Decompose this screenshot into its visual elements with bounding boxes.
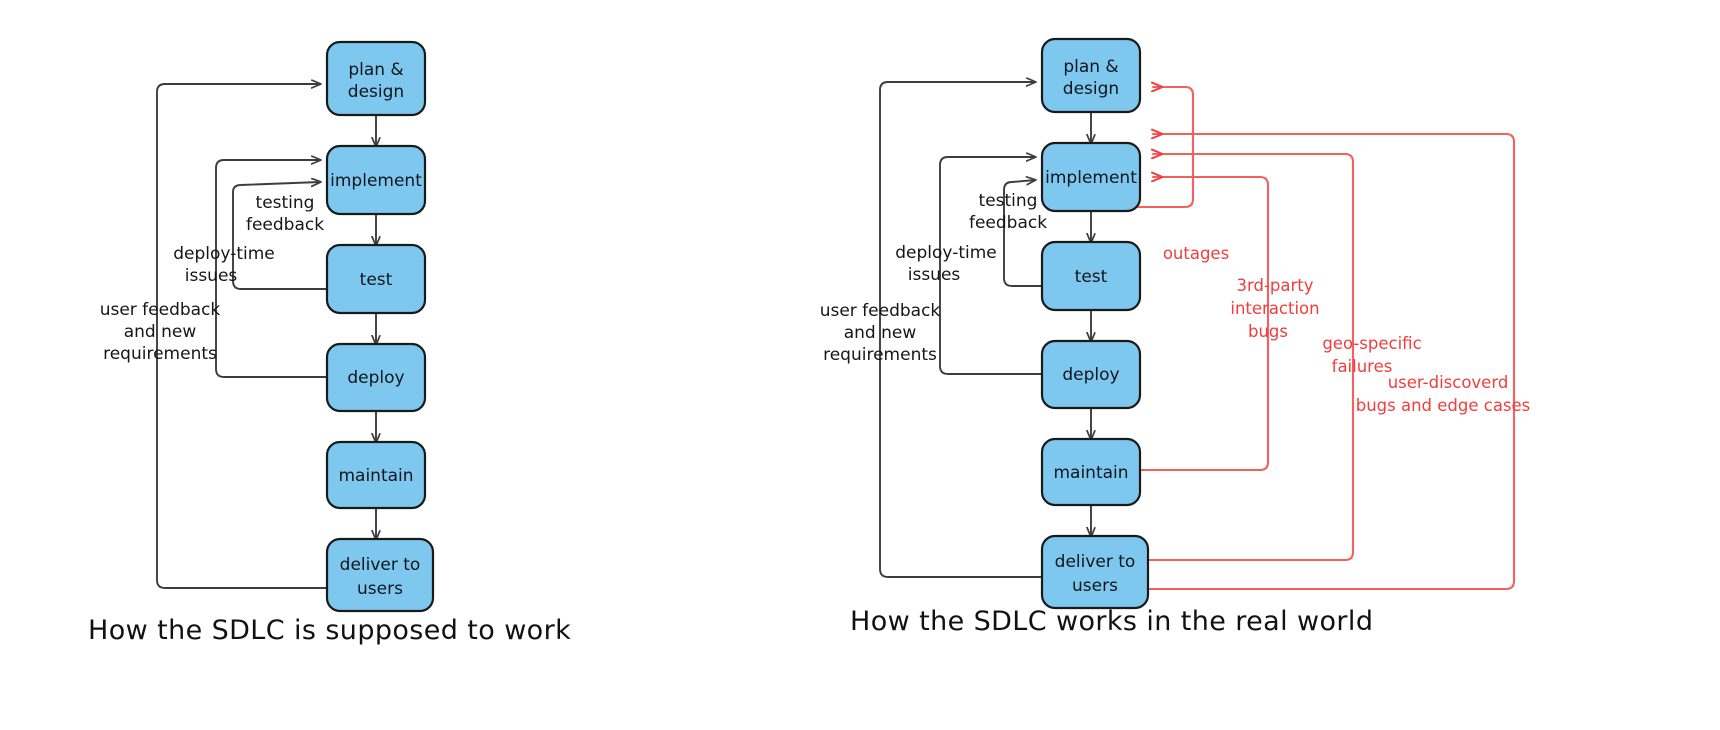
- node-implement-label: implement: [330, 171, 422, 191]
- feedback-label-testing-feedback-line2: feedback: [246, 215, 324, 235]
- feedback-label-user-feedback-line1: user feedback: [100, 300, 221, 320]
- node-implement-label: implement: [1045, 168, 1137, 188]
- node-maintain[interactable]: maintain: [1040, 437, 1142, 507]
- node-implement[interactable]: implement: [1040, 141, 1142, 213]
- node-deliver-to-users-label-line1: deliver to: [1055, 552, 1136, 572]
- node-plan-design[interactable]: plan & design: [1040, 37, 1142, 114]
- node-deploy-box[interactable]: [1040, 339, 1142, 410]
- feedback-labels-group: testing feedback deploy-time issues user…: [100, 193, 324, 364]
- feedback-label-testing-feedback-line2: feedback: [969, 213, 1047, 233]
- node-plan-design-box[interactable]: [325, 40, 427, 117]
- feedback-edge-user-feedback: [879, 82, 1043, 578]
- node-plan-design[interactable]: plan & design: [325, 40, 427, 117]
- problem-edge-geo-specific-failures: [1101, 154, 1355, 562]
- node-deliver-to-users[interactable]: deliver to users: [1040, 534, 1150, 610]
- node-test-label: test: [1075, 267, 1108, 287]
- panel-ideal-sdlc: testing feedback deploy-time issues user…: [88, 40, 571, 646]
- feedback-label-user-feedback-line2: and new: [844, 323, 917, 343]
- node-maintain-label: maintain: [1053, 463, 1128, 483]
- feedback-edge-testing-feedback: [232, 182, 328, 290]
- problem-label-geo-specific-line2: failures: [1332, 357, 1393, 376]
- node-test[interactable]: test: [325, 243, 427, 315]
- node-plan-design-label-line1: plan &: [348, 60, 403, 80]
- node-plan-design-label-line2: design: [1063, 79, 1119, 99]
- node-deploy[interactable]: deploy: [325, 342, 427, 413]
- nodes-group: plan & design implement test deploy: [325, 40, 435, 613]
- node-test-box[interactable]: [325, 243, 427, 315]
- problem-label-3rd-party-line2: interaction: [1230, 299, 1319, 318]
- feedback-label-user-feedback-line3: requirements: [823, 345, 937, 365]
- problem-edges-group: [1101, 87, 1516, 591]
- problem-label-user-discovered-line1: user-discoverd: [1388, 373, 1509, 392]
- panel-caption-ideal: How the SDLC is supposed to work: [88, 615, 571, 646]
- node-plan-design-box[interactable]: [1040, 37, 1142, 114]
- panel-real-world-sdlc: testing feedback deploy-time issues user…: [800, 0, 1720, 730]
- feedback-edges-group: [156, 84, 328, 589]
- problem-label-outages-line1: outages: [1163, 244, 1229, 263]
- feedback-label-testing-feedback-line1: testing: [979, 191, 1038, 211]
- problem-label-geo-specific-line1: geo-specific: [1322, 334, 1421, 353]
- problem-label-user-discovered-line2: bugs and edge cases: [1356, 396, 1531, 415]
- node-deliver-to-users[interactable]: deliver to users: [325, 537, 435, 613]
- node-maintain-label: maintain: [338, 466, 413, 486]
- node-deploy-label: deploy: [347, 368, 404, 388]
- ideal-sdlc-svg: testing feedback deploy-time issues user…: [88, 40, 571, 646]
- feedback-label-deploy-time-issues-line1: deploy-time: [173, 244, 274, 264]
- feedback-label-deploy-time-issues-line1: deploy-time: [895, 243, 996, 263]
- node-implement-box[interactable]: [1040, 141, 1142, 213]
- feedback-label-deploy-time-issues-line2: issues: [908, 265, 961, 285]
- feedback-labels-group: testing feedback deploy-time issues user…: [820, 191, 1047, 365]
- problem-labels-group: outages 3rd-party interaction bugs geo-s…: [1163, 244, 1530, 415]
- feedback-edge-user-feedback: [156, 84, 328, 589]
- node-test[interactable]: test: [1040, 240, 1142, 312]
- real-world-sdlc-svg: testing feedback deploy-time issues user…: [820, 37, 1530, 637]
- node-deliver-to-users-label-line2: users: [1072, 576, 1118, 596]
- node-deliver-to-users-label-line2: users: [357, 579, 403, 599]
- node-deploy[interactable]: deploy: [1040, 339, 1142, 410]
- feedback-label-user-feedback-line3: requirements: [103, 344, 217, 364]
- node-deploy-label: deploy: [1062, 365, 1119, 385]
- nodes-group: plan & design implement test deploy: [1040, 37, 1150, 610]
- panel-caption-real-world: How the SDLC works in the real world: [850, 606, 1373, 637]
- feedback-edge-deploy-time-issues: [939, 157, 1043, 375]
- node-implement-box[interactable]: [325, 144, 427, 216]
- node-implement[interactable]: implement: [325, 144, 427, 216]
- node-plan-design-label-line1: plan &: [1063, 57, 1118, 77]
- feedback-edges-group: [879, 82, 1043, 578]
- feedback-edge-testing-feedback: [1003, 180, 1043, 287]
- node-deliver-to-users-label-line1: deliver to: [340, 555, 421, 575]
- node-test-label: test: [360, 270, 393, 290]
- feedback-label-user-feedback-line1: user feedback: [820, 301, 941, 321]
- node-maintain-box[interactable]: [325, 440, 427, 510]
- problem-label-3rd-party-line3: bugs: [1248, 322, 1288, 341]
- feedback-label-deploy-time-issues-line2: issues: [185, 266, 238, 286]
- problem-label-3rd-party-line1: 3rd-party: [1236, 276, 1313, 295]
- problem-edge-3rd-party-interaction-bugs: [1101, 177, 1270, 472]
- feedback-edge-deploy-time-issues: [215, 160, 328, 378]
- node-plan-design-label-line2: design: [348, 82, 404, 102]
- feedback-label-user-feedback-line2: and new: [124, 322, 197, 342]
- node-deploy-box[interactable]: [325, 342, 427, 413]
- node-deliver-to-users-box[interactable]: [1040, 534, 1150, 610]
- node-maintain-box[interactable]: [1040, 437, 1142, 507]
- problem-edge-user-discovered-bugs: [1101, 134, 1516, 591]
- problem-edge-outages: [1101, 87, 1195, 209]
- node-maintain[interactable]: maintain: [325, 440, 427, 510]
- node-deliver-to-users-box[interactable]: [325, 537, 435, 613]
- node-test-box[interactable]: [1040, 240, 1142, 312]
- feedback-label-testing-feedback-line1: testing: [256, 193, 315, 213]
